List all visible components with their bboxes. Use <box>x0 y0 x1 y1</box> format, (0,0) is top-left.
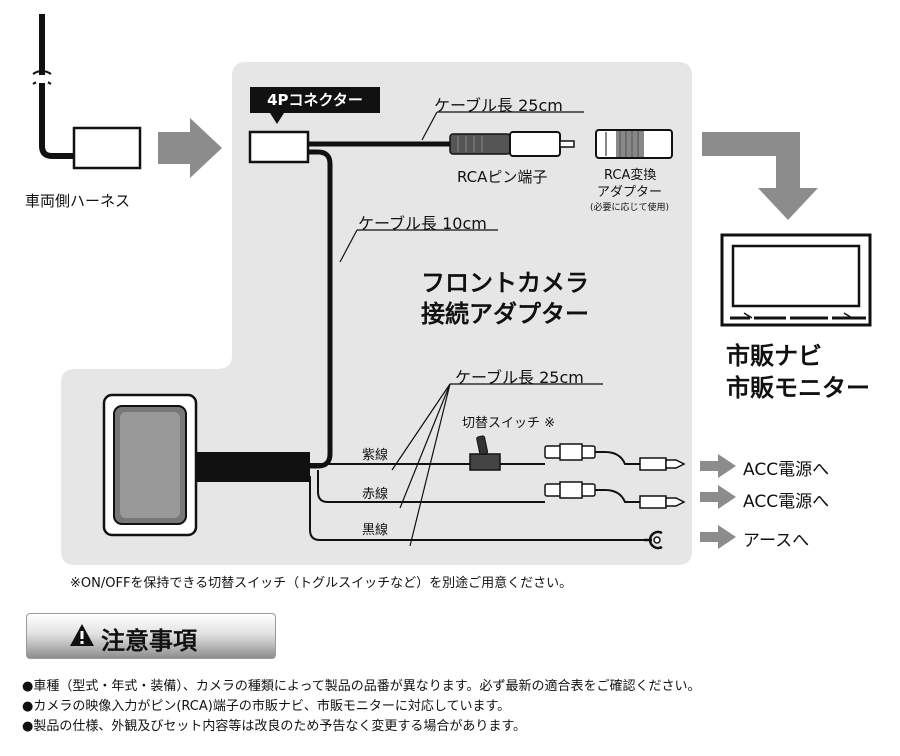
caution-item: ●製品の仕様、外観及びセット内容等は改良のため予告なく変更する場合があります。 <box>22 719 527 734</box>
vehicle-harness <box>32 14 142 170</box>
wire-purple-label: 紫線 <box>362 448 389 463</box>
harness-label: 車両側ハーネス <box>25 192 131 210</box>
rca-plug <box>449 131 575 157</box>
warning-triangle-icon <box>70 624 94 646</box>
caution-list: ●車種（型式・年式・装備）、カメラの種類によって製品の品番が異なります。必ず最新… <box>22 677 882 737</box>
product-name-line1: フロントカメラ <box>421 269 589 297</box>
arrow-earth-icon <box>700 525 736 549</box>
tag-pointer <box>270 113 284 124</box>
wire-red-label: 赤線 <box>362 487 389 502</box>
harness-connector <box>72 126 142 170</box>
arrow-acc1-icon <box>700 454 736 478</box>
arrow-adapter-to-monitor-icon <box>702 132 818 220</box>
target-line2: 市販モニター <box>726 374 870 402</box>
earth-label: アースへ <box>743 531 810 551</box>
rca-adapter <box>595 129 673 159</box>
switch-note: ※ON/OFFを保持できる切替スイッチ（トグルスイッチなど）を別途ご用意ください… <box>70 576 573 591</box>
caution-title: 注意事項 <box>101 627 197 655</box>
rca-adapter-label-1: RCA変換 <box>604 168 657 183</box>
red-wire <box>317 470 686 509</box>
target-line1: 市販ナビ <box>726 342 822 370</box>
earth-terminal-icon <box>644 530 663 550</box>
arrow-acc2-icon <box>700 485 736 509</box>
cable-top-leader <box>421 111 438 141</box>
rca-adapter-label-2: アダプター <box>597 185 663 200</box>
toggle-switch <box>469 453 501 471</box>
cable-mid-label: ケーブル長 10cm <box>358 214 487 233</box>
caution-banner: 注意事項 <box>26 613 276 659</box>
acc2-label: ACC電源へ <box>743 492 830 512</box>
switch-label: 切替スイッチ ※ <box>462 416 556 431</box>
caution-item: ●カメラの映像入力がピン(RCA)端子の市販ナビ、市販モニターに対応しています。 <box>22 699 511 714</box>
wiring-diagram <box>32 14 872 565</box>
cable-bottom-label: ケーブル長 25cm <box>455 368 584 387</box>
cable-mid-leader <box>339 229 358 263</box>
4p-connector <box>248 130 310 164</box>
rca-adapter-note: (必要に応じて使用) <box>590 203 670 213</box>
purple-wire <box>310 435 686 471</box>
caution-item: ●車種（型式・年式・装備）、カメラの種類によって製品の品番が異なります。必ず最新… <box>22 679 701 694</box>
black-wire <box>309 476 663 550</box>
cable-top-label: ケーブル長 25cm <box>434 96 563 115</box>
monitor-icon <box>720 233 872 327</box>
acc1-label: ACC電源へ <box>743 460 830 480</box>
arrow-harness-to-adapter-icon <box>158 118 222 178</box>
diagram-panel <box>61 62 692 565</box>
connector-tag: 4Pコネクター <box>250 87 380 113</box>
wire-black-label: 黒線 <box>362 523 389 538</box>
rca-pin-label: RCAピン端子 <box>457 168 548 186</box>
adapter-box <box>102 393 310 537</box>
product-name-line2: 接続アダプター <box>421 300 589 328</box>
